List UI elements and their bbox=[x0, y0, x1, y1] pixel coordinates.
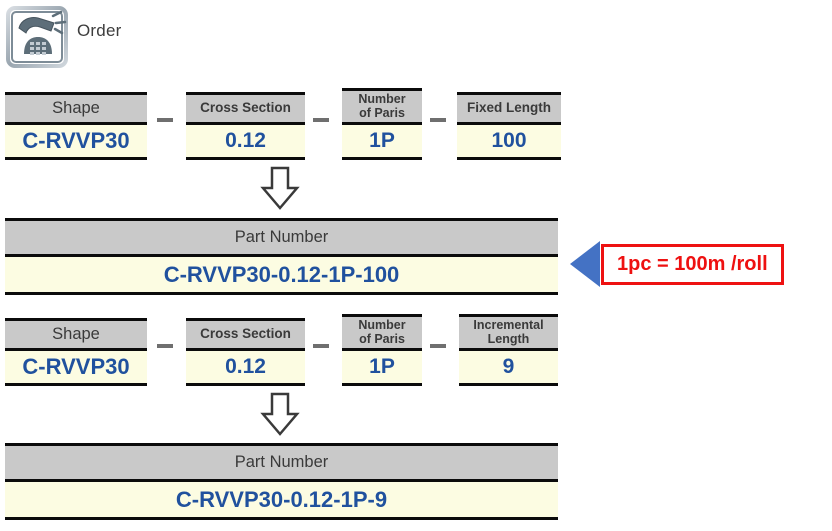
order-header: Order bbox=[6, 6, 121, 70]
field-label-line1: Number bbox=[358, 318, 406, 333]
field-value-fixed-length-1: 100 bbox=[457, 125, 561, 160]
field-box-fixed-length-1[interactable]: Fixed Length 100 bbox=[457, 92, 561, 160]
field-value-number-of-pairs-1: 1P bbox=[342, 125, 422, 160]
callout-text: 1pc = 100m /roll bbox=[601, 243, 784, 285]
down-arrow-icon-2 bbox=[258, 392, 302, 436]
separator-dash-2a bbox=[157, 344, 173, 348]
field-box-shape-1[interactable]: Shape C-RVVP30 bbox=[5, 92, 147, 160]
field-label-number-of-pairs-2: Number of Paris bbox=[342, 314, 422, 351]
field-value-number-of-pairs-2: 1P bbox=[342, 351, 422, 386]
field-box-shape-2[interactable]: Shape C-RVVP30 bbox=[5, 318, 147, 386]
field-value-shape-1: C-RVVP30 bbox=[5, 125, 147, 160]
down-arrow-icon-1 bbox=[258, 166, 302, 210]
field-value-cross-section-2: 0.12 bbox=[186, 351, 305, 386]
field-label-fixed-length-1: Fixed Length bbox=[457, 92, 561, 125]
part-number-value-2: C-RVVP30-0.12-1P-9 bbox=[5, 482, 558, 520]
telephone-order-icon bbox=[6, 6, 70, 70]
field-box-cross-section-1[interactable]: Cross Section 0.12 bbox=[186, 92, 305, 160]
field-value-incremental-length-2: 9 bbox=[459, 351, 558, 386]
callout-left-triangle-icon bbox=[570, 241, 600, 287]
part-number-box-2[interactable]: Part Number C-RVVP30-0.12-1P-9 bbox=[5, 443, 558, 520]
separator-dash-1a bbox=[157, 118, 173, 122]
field-value-shape-2: C-RVVP30 bbox=[5, 351, 147, 386]
field-value-cross-section-1: 0.12 bbox=[186, 125, 305, 160]
part-number-value-1: C-RVVP30-0.12-1P-100 bbox=[5, 257, 558, 295]
field-label-shape-1: Shape bbox=[5, 92, 147, 125]
field-box-number-of-pairs-1[interactable]: Number of Paris 1P bbox=[342, 88, 422, 160]
part-number-label-1: Part Number bbox=[5, 218, 558, 257]
field-label-line1: Incremental bbox=[473, 318, 544, 333]
field-label-incremental-length-2: Incremental Length bbox=[459, 314, 558, 351]
field-label-cross-section-2: Cross Section bbox=[186, 318, 305, 351]
separator-dash-1b bbox=[313, 118, 329, 122]
field-label-line2: of Paris bbox=[359, 331, 405, 346]
field-box-cross-section-2[interactable]: Cross Section 0.12 bbox=[186, 318, 305, 386]
separator-dash-2b bbox=[313, 344, 329, 348]
field-label-shape-2: Shape bbox=[5, 318, 147, 351]
separator-dash-1c bbox=[430, 118, 446, 122]
field-label-line1: Number bbox=[358, 92, 406, 107]
part-number-box-1[interactable]: Part Number C-RVVP30-0.12-1P-100 bbox=[5, 218, 558, 295]
field-label-line2: Length bbox=[487, 331, 530, 346]
field-label-number-of-pairs-1: Number of Paris bbox=[342, 88, 422, 125]
order-label: Order bbox=[77, 21, 122, 40]
part-number-label-2: Part Number bbox=[5, 443, 558, 482]
callout-1pc-100m-roll: 1pc = 100m /roll bbox=[570, 241, 784, 287]
separator-dash-2c bbox=[430, 344, 446, 348]
field-box-number-of-pairs-2[interactable]: Number of Paris 1P bbox=[342, 314, 422, 386]
field-label-line2: of Paris bbox=[359, 105, 405, 120]
field-box-incremental-length-2[interactable]: Incremental Length 9 bbox=[459, 314, 558, 386]
field-label-cross-section-1: Cross Section bbox=[186, 92, 305, 125]
